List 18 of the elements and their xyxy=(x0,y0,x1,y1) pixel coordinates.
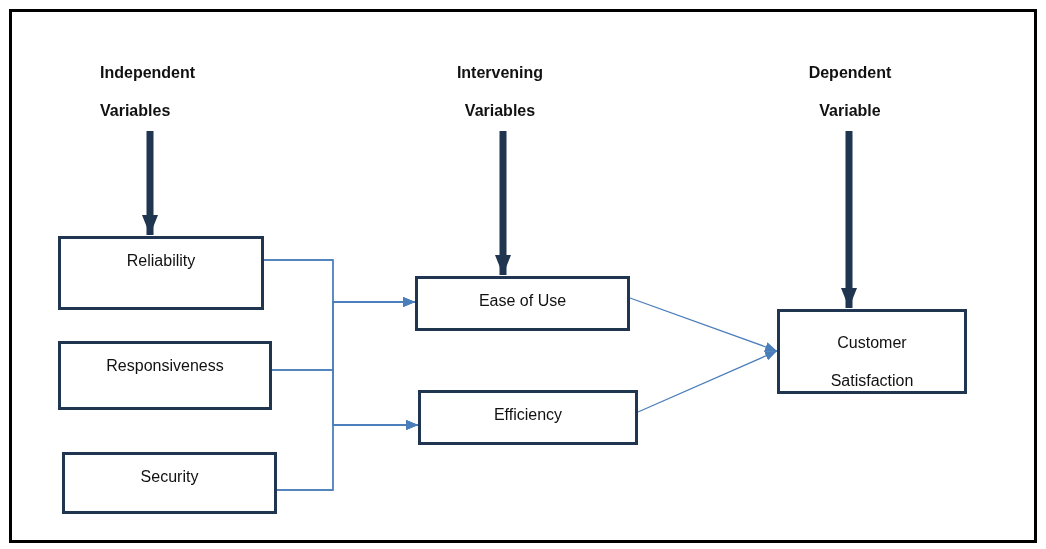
column-heading: Intervening Variables xyxy=(456,64,544,119)
variable-label: Responsiveness xyxy=(106,356,224,376)
variable-box xyxy=(418,390,638,445)
variable-box xyxy=(415,276,630,331)
variable-label: Reliability xyxy=(126,251,196,271)
variable-box xyxy=(58,341,272,410)
variable-box xyxy=(58,236,264,310)
arrow xyxy=(637,350,778,413)
variable-label: Efficiency xyxy=(493,405,563,425)
variable-label: Customer Satisfaction xyxy=(829,333,915,391)
variable-label: Security xyxy=(140,467,199,487)
arrow xyxy=(629,297,778,352)
variable-box xyxy=(777,309,967,394)
variable-label: Ease of Use xyxy=(478,291,567,311)
variable-box xyxy=(62,452,277,514)
column-heading: Independent Variables xyxy=(100,64,196,119)
arrow xyxy=(276,420,419,491)
column-heading: Dependent Variable xyxy=(808,64,892,119)
